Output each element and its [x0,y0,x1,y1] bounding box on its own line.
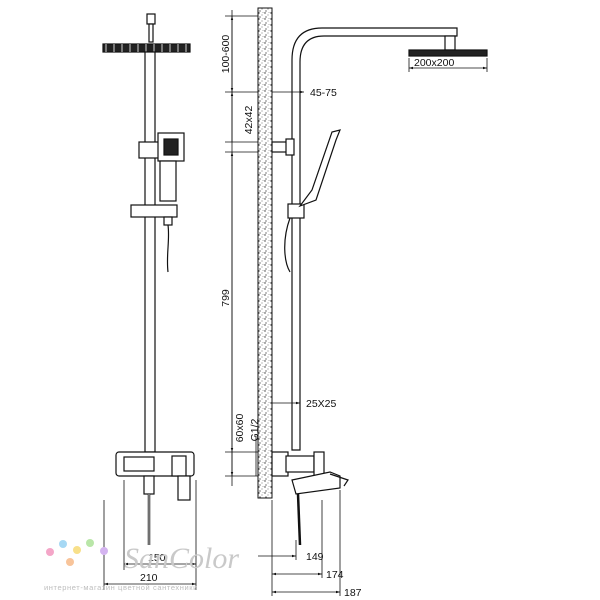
wm-dot [66,558,74,566]
dim-connector-block: 60x60 [234,414,246,443]
watermark-tagline: интернет-магазин цветной сантехники [44,583,198,592]
dim-side-depth-2: 174 [326,569,344,581]
front-hand-shower [130,132,185,273]
front-view [102,13,195,545]
side-riser-arm [291,27,458,451]
front-riser-pipe [144,51,156,453]
dim-arm-projection: 45-75 [310,87,337,99]
wm-dot [86,539,94,547]
side-mixer [271,451,349,546]
wm-dot [73,546,81,554]
watermark: SanColor интернет-магазин цветной сантех… [44,539,239,592]
dim-holder-size: 42x42 [243,106,255,135]
wall-hatch [257,7,273,499]
side-shower-head [408,35,488,57]
side-dimensions [225,10,488,596]
front-dimensions [103,480,197,590]
dim-head-drop: 100-600 [220,35,232,74]
dim-side-depth-3: 187 [344,587,362,599]
side-hand-shower [284,129,341,273]
front-shower-head [102,13,191,53]
dim-thread: G1/2 [249,418,261,441]
dim-riser-height: 799 [220,289,232,307]
front-mixer [115,451,195,545]
watermark-brand: SanColor [124,542,239,575]
wm-dot [59,540,67,548]
dim-front-outer: 210 [140,572,158,584]
dim-riser-section: 25X25 [306,398,337,410]
dim-side-depth-1: 149 [306,551,324,563]
dim-head-size: 200x200 [414,57,454,69]
wm-dot [46,548,54,556]
wm-dot [100,547,108,555]
dim-front-inner: 150 [148,552,166,564]
side-view [271,27,488,546]
